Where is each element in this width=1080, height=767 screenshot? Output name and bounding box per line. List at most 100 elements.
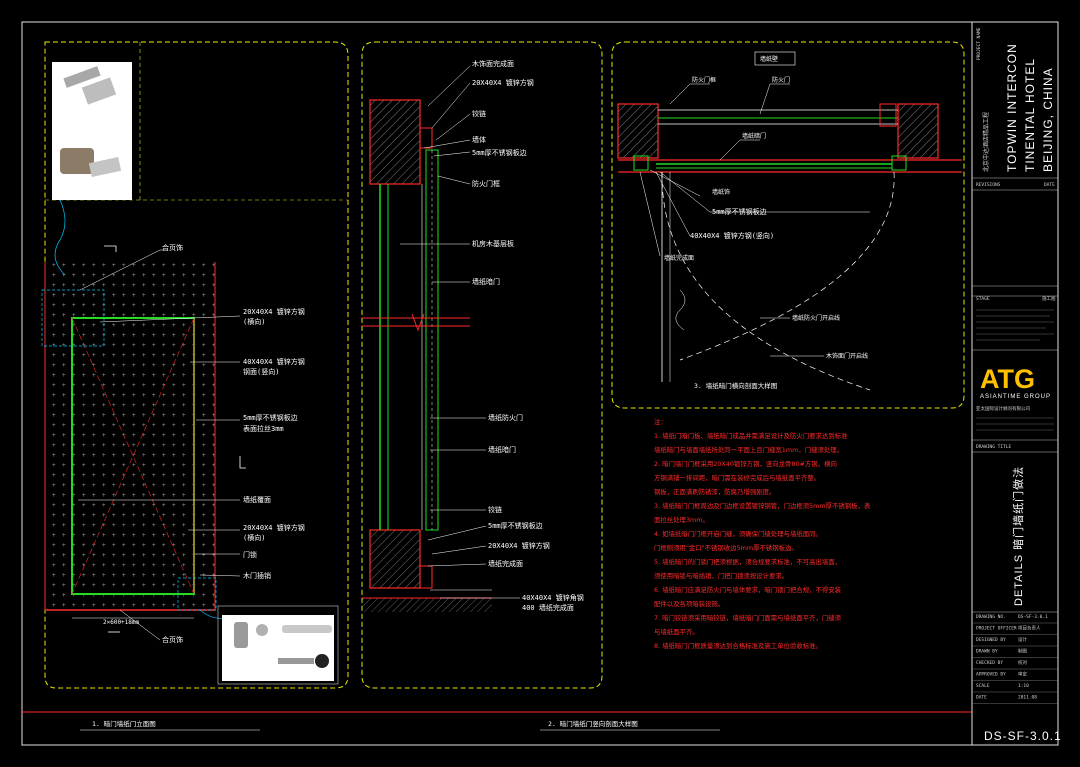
tb-drawing-title-label: DRAWING TITLE — [976, 444, 1012, 450]
note-line: 门框侧须用"金口"不锈钢收边5mm厚不锈钢板边。 — [654, 543, 798, 552]
label-p2-l10: 墙纸暗门 — [488, 445, 516, 454]
tb-row-label: DRAWN BY — [976, 649, 998, 655]
label-tube1b: (横向) — [243, 317, 265, 326]
tb-row-value: 制图 — [1018, 648, 1027, 655]
tb-project-en-2: TINENTAL HOTEL — [1023, 58, 1037, 172]
company-sub: ASIANTIME GROUP — [980, 394, 1051, 400]
label-tube1: 20X40X4 镀锌方钢 — [243, 307, 305, 316]
note-line: 方钢满铺一排间距，暗门需在装修完成后与墙纸面平齐整。 — [654, 473, 820, 482]
label-width: 2×600+18mm — [103, 619, 140, 626]
label-tube3: 20X40X4 镀锌方钢 — [243, 523, 305, 532]
note-line: 2. 暗门墙门门框采用20X40镀锌方钢，竖向龙骨80#方钢，横向 — [654, 459, 837, 468]
tb-row-value: 项目负责人 — [1018, 625, 1041, 632]
hinge-photo — [52, 62, 132, 200]
label-finish: 墙纸覆面 — [243, 495, 271, 504]
tb-row-label: SCALE — [976, 683, 990, 689]
note-line: 面拉丝处理3mm。 — [654, 515, 709, 524]
tb-stage-label: STAGE — [976, 296, 990, 302]
lock-photo — [217, 605, 339, 685]
tb-row-label: CHECKED BY — [976, 660, 1003, 666]
tb-project-label: PROJECT NAME — [976, 27, 982, 60]
tb-project-cn: 北京中达酒店精品工程 — [982, 112, 990, 172]
note-line: 与墙纸面平齐。 — [654, 627, 699, 636]
tb-drawing-title: DETAILS 暗门墙纸门做法 — [1011, 466, 1025, 606]
caption-panel3: 3. 墙纸暗门横向剖面大样图 — [694, 381, 777, 390]
tb-row-label: DATE — [976, 695, 987, 701]
label-tube3b: (横向) — [243, 533, 265, 542]
tb-revisions-label: REVISIONS — [976, 182, 1001, 188]
company-cn: 亚太国际设计顾问有限公司 — [976, 405, 1030, 412]
note-line: 7. 暗门铰链须采用暗铰链，墙纸暗门门面需与墙纸面平齐，门缝须 — [654, 613, 842, 622]
label-p2-l12: 5mm厚不锈钢板边 — [488, 521, 543, 530]
label-p2-l1: 木饰面完成面 — [472, 59, 514, 68]
label-p2-l16: 400 墙纸完成面 — [522, 603, 574, 612]
note-line: 5. 墙纸暗门的门锁门把须根据，须合规要求标准，不可高出墙面， — [654, 557, 841, 566]
tb-row-value: 2011.08 — [1018, 695, 1037, 701]
panel-elevation: 合页饰 20X40X4 镀锌方钢 (横向) 40X40X4 镀锌方钢 钢面(竖向… — [41, 41, 349, 689]
label-p2-l7: 机房木基层板 — [472, 239, 514, 248]
label-plate1: 5mm厚不锈钢板边 — [243, 413, 298, 422]
label-p2-l11: 铰链 — [488, 505, 502, 514]
panel-horizontal-section: 墙纸壁 防火门框 防火门 墙纸暗门 — [611, 41, 965, 409]
tb-row-value: 1:10 — [1018, 683, 1029, 689]
label-p3-m1: 防火门框 — [692, 76, 716, 84]
label-plate2: 表面拉丝3mm — [243, 424, 284, 433]
label-p2-l9: 墙纸防火门 — [488, 413, 523, 422]
company-logo: ATG — [980, 364, 1035, 394]
tb-stage-value: 施工图 — [1042, 295, 1056, 302]
tb-row-value: DS-SF-3.0.1 — [1018, 614, 1048, 620]
label-hinge2: 合页饰 — [162, 635, 183, 644]
tb-project-en-1: TOPWIN INTERCON — [1005, 43, 1019, 172]
notes-title: 注： — [654, 417, 667, 426]
label-p3-m5: 5mm厚不锈钢板边 — [712, 207, 767, 216]
notes-block: 注： 1. 墙纸门暗门板、墙纸暗门成品并需满足设计及防火门要求达到标准 墙纸暗门… — [654, 417, 871, 650]
tb-row-label: APPROVED BY — [976, 672, 1006, 678]
note-line: 钢板，正面满刷防锈漆，防腐乃增强刚度。 — [654, 487, 775, 496]
label-p3-m2: 防火门 — [772, 76, 790, 84]
label-p3-m4: 墙纸饰 — [712, 188, 730, 196]
label-p3-m9: 木饰面门开启线 — [826, 352, 868, 360]
tb-project-en-3: BEIJING, CHINA — [1041, 67, 1055, 172]
tb-row-label: PROJECT OFFICER — [976, 626, 1017, 632]
drawing-number: DS-SF-3.0.1 — [984, 729, 1062, 743]
label-lock: 门锁 — [243, 550, 257, 559]
label-pin: 木门插销 — [243, 571, 271, 580]
note-line: 1. 墙纸门暗门板、墙纸暗门成品并需满足设计及防火门要求达到标准 — [654, 431, 848, 440]
label-hinge: 合页饰 — [162, 243, 183, 252]
note-line: 6. 墙纸暗门应满足防火门与墙体要求，暗门锁门把合规，不得安装 — [654, 585, 842, 594]
tb-row-label: DESIGNED BY — [976, 637, 1006, 643]
note-line: 墙纸暗门与墙面墙纸所处同一平面上且门缝宽1mm，门缝须处理。 — [654, 445, 843, 454]
caption-panel1: 1. 暗门墙纸门立面图 — [92, 719, 156, 728]
note-line: 3. 墙纸暗门门框周边及门边框设置镀锌钢管，门边框须5mm厚不锈钢板，表 — [654, 501, 871, 510]
panel-vertical-section: 木饰面完成面 20X40X4 镀锌方钢 铰链 墙体 5mm厚不锈钢板边 防火门框… — [361, 41, 603, 689]
tb-row-value: 审定 — [1018, 671, 1027, 678]
label-p2-l14: 墙纸完成面 — [488, 559, 523, 568]
label-p2-l15: 40X40X4 镀锌角钢 — [522, 593, 584, 602]
tb-row-value: 校对 — [1018, 659, 1027, 666]
label-p2-l6: 防火门框 — [472, 179, 500, 188]
label-p2-l2: 20X40X4 镀锌方钢 — [472, 78, 534, 87]
label-p2-l5: 5mm厚不锈钢板边 — [472, 148, 527, 157]
label-p3-m7: 墙纸完成面 — [664, 254, 694, 262]
note-line: 4. 如墙纸暗门门框开启门缝，须确保门缝处理与墙纸面同。 — [654, 529, 822, 538]
label-p3-m6: 40X40X4 镀锌方钢(竖向) — [690, 231, 774, 240]
label-p2-l3: 铰链 — [472, 109, 486, 118]
tb-row-label: DRAWING NO. — [976, 614, 1006, 620]
caption-panel2: 2. 暗门墙纸门竖向剖面大样图 — [548, 719, 638, 728]
label-p3-m8: 墙纸防火门开启线 — [792, 314, 840, 322]
title-block: PROJECT NAME 北京中达酒店精品工程 TOPWIN INTERCON … — [972, 27, 1062, 743]
label-tube2: 40X40X4 镀锌方钢 — [243, 357, 305, 366]
note-line: 配件以及各项暗装设施。 — [654, 599, 724, 608]
label-p2-l8: 墙纸暗门 — [472, 277, 500, 286]
label-tube2b: 钢面(竖向) — [243, 367, 279, 376]
sheet-border — [21, 21, 1059, 746]
label-p2-l13: 20X40X4 镀锌方钢 — [488, 541, 550, 550]
label-p3-m3: 墙纸暗门 — [742, 132, 766, 140]
tb-revisions-date: DATE — [1044, 182, 1055, 188]
note-line: 须使用暗锁与暗插销，门把门锁须按设计要求。 — [654, 571, 788, 580]
note-line: 8. 墙纸暗门门框质量须达到合格标准及施工单位验收标准。 — [654, 641, 822, 650]
tb-row-value: 设计 — [1018, 636, 1027, 643]
label-p2-l4: 墙体 — [472, 135, 486, 144]
p3-tag: 墙纸壁 — [760, 55, 778, 63]
